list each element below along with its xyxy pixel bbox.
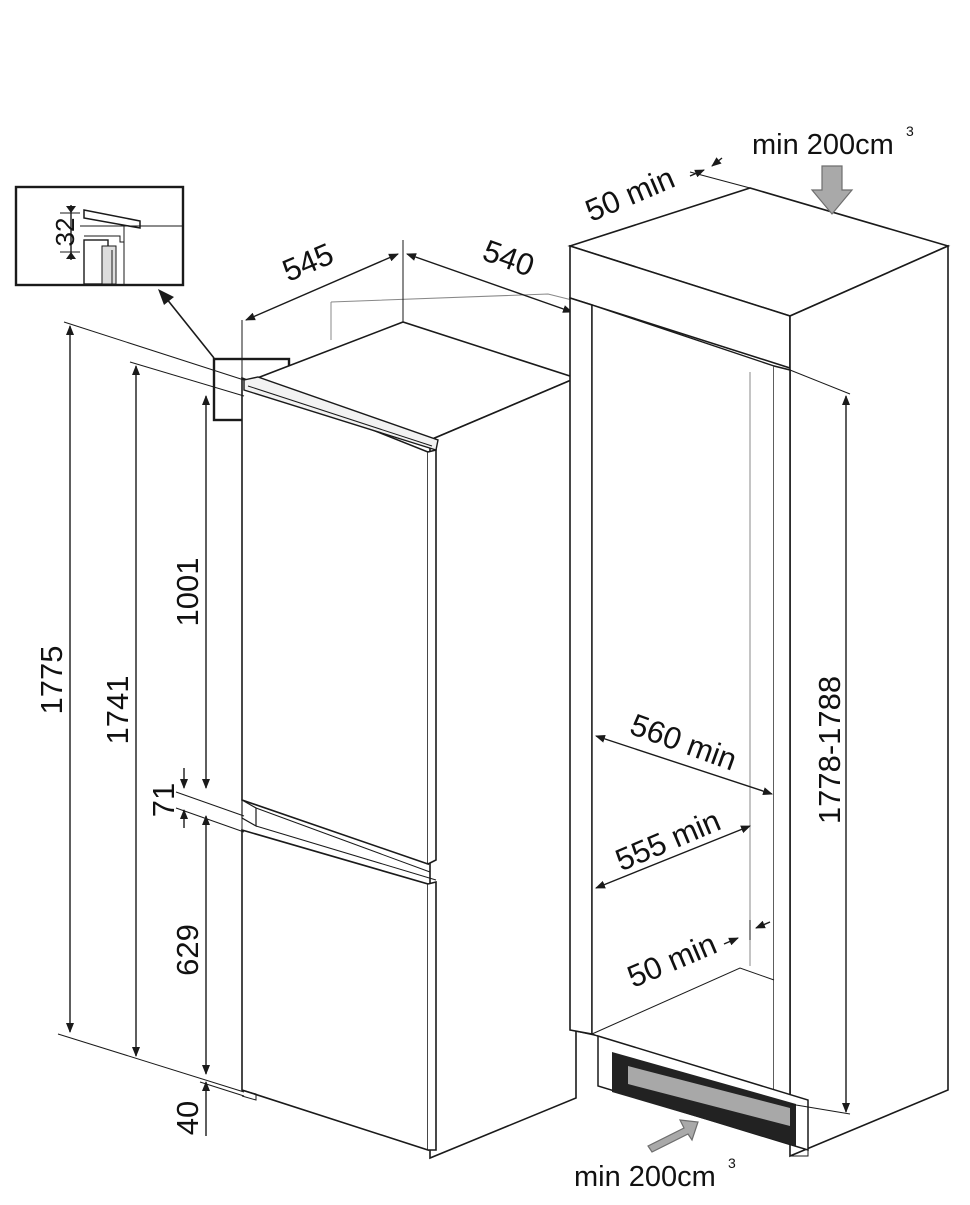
- freezer-door: [241, 828, 429, 1152]
- appliance-drawing: [241, 293, 579, 1160]
- appliance-height-label: 1741: [100, 676, 135, 745]
- top-vent-label: min 200cm: [752, 129, 894, 161]
- niche-height-label: 1778-1788: [812, 676, 847, 824]
- detail-pointer-arrowhead: [158, 289, 174, 305]
- inset-door-edge: [83, 209, 141, 229]
- detail-gap-label: 32: [50, 218, 80, 247]
- bottom-ventilation: min 200cm 3: [574, 1119, 736, 1193]
- top-vent-arrow-icon: [810, 165, 854, 215]
- appliance-depth-label: 540: [478, 233, 539, 284]
- bottom-vent-superscript: 3: [728, 1155, 736, 1171]
- total-height-label: 1775: [34, 646, 69, 715]
- niche-drawing: [567, 187, 951, 1158]
- top-detail-inset: 32: [14, 185, 185, 287]
- freezer-door-height-label: 629: [170, 924, 205, 976]
- door-gap-label: 71: [146, 783, 181, 817]
- fridge-door: [241, 376, 429, 866]
- bottom-vent-label: min 200cm: [574, 1161, 716, 1193]
- fridge-door-height-label: 1001: [170, 558, 205, 627]
- top-vent-superscript: 3: [906, 123, 914, 139]
- width-depth-label: 545: [277, 236, 338, 288]
- bottom-vent-arrow-icon: [647, 1119, 699, 1153]
- detail-pointer-line: [165, 297, 215, 359]
- plinth-gap-label: 40: [170, 1101, 205, 1135]
- appliance-side-face: [429, 376, 577, 1160]
- top-ventilation: min 200cm 3: [752, 123, 914, 215]
- niche-left-panel: [569, 296, 593, 1035]
